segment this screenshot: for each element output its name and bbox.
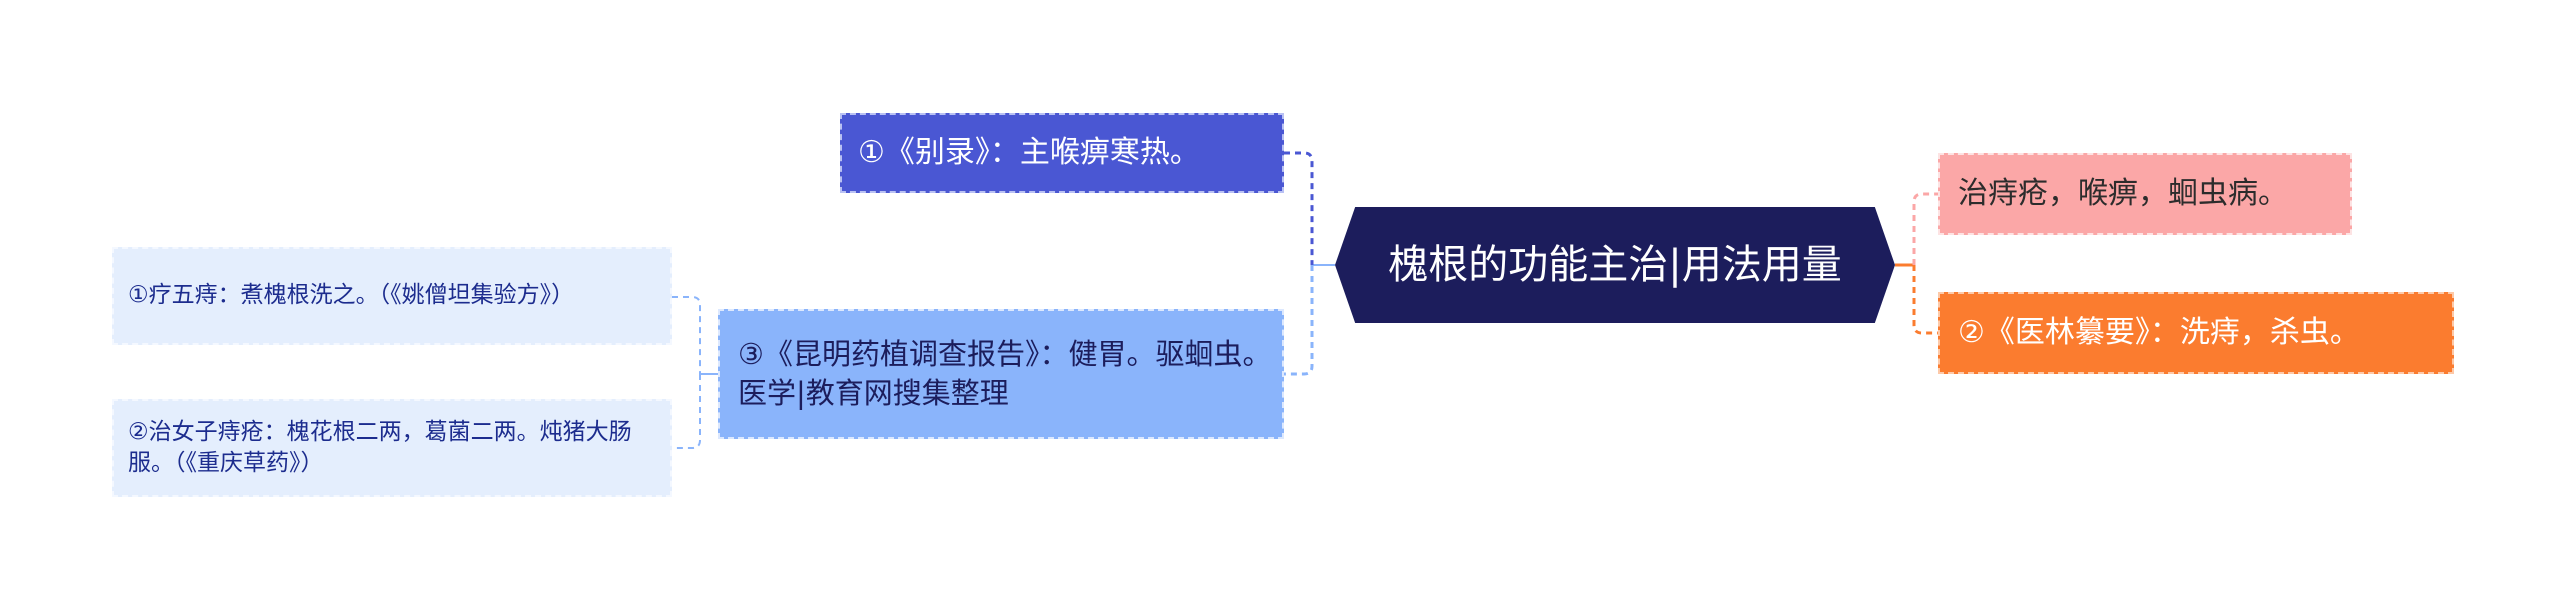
- branch-yilin[interactable]: ②《医林纂要》：洗痔，杀虫。: [1938, 292, 2454, 374]
- connector-to-yilin: [1912, 265, 1938, 335]
- leaf-zhichuang-label: ②治女子痔疮：槐花根二两，葛菌二两。炖猪大肠服。（《重庆草药》）: [128, 418, 632, 476]
- connector-to-leaf1: [672, 296, 701, 374]
- branch-kunming-label: ③《昆明药植调查报告》：健胃。驱蛔虫。医学|教育网搜集整理: [738, 336, 1272, 410]
- leaf-zhichuang[interactable]: ②治女子痔疮：槐花根二两，葛菌二两。炖猪大肠服。（《重庆草药》）: [112, 399, 672, 497]
- branch-kunming[interactable]: ③《昆明药植调查报告》：健胃。驱蛔虫。医学|教育网搜集整理: [718, 309, 1284, 439]
- leaf-wuzhi-label: ①疗五痔：煮槐根洗之。（《姚僧坦集验方》）: [128, 282, 575, 309]
- branch-zhi[interactable]: 治痔疮，喉痹，蛔虫病。: [1938, 153, 2352, 235]
- connector-to-kunming: [1284, 265, 1314, 376]
- connector-to-zhi: [1912, 192, 1938, 265]
- central-topic-label: 槐根的功能主治|用法用量: [1388, 242, 1842, 288]
- connector-to-leaf2: [672, 374, 701, 449]
- branch-zhi-label: 治痔疮，喉痹，蛔虫病。: [1958, 175, 2288, 211]
- branch-bielu[interactable]: ①《别录》：主喉痹寒热。: [840, 113, 1284, 193]
- branch-yilin-label: ②《医林纂要》：洗痔，杀虫。: [1958, 314, 2360, 350]
- central-topic[interactable]: 槐根的功能主治|用法用量: [1335, 207, 1895, 323]
- leaf-wuzhi[interactable]: ①疗五痔：煮槐根洗之。（《姚僧坦集验方》）: [112, 247, 672, 345]
- branch-bielu-label: ①《别录》：主喉痹寒热。: [858, 134, 1200, 170]
- connector-to-bielu: [1284, 151, 1314, 265]
